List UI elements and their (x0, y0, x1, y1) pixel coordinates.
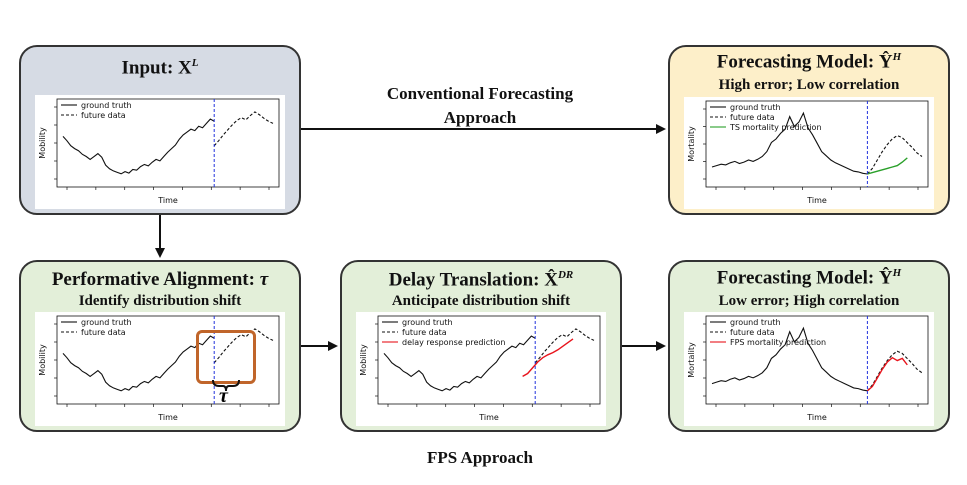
forecast-bottom-title: Forecasting Model: ŶH (716, 267, 902, 289)
x-axis-label: Time (806, 196, 827, 205)
ground-truth-line (711, 111, 868, 175)
alignment-title: Performative Alignment: τ (51, 269, 269, 290)
y-axis-label: Mobility (38, 344, 47, 376)
fps-approach-label: FPS Approach (427, 448, 533, 467)
tau-label: τ (219, 385, 228, 407)
y-axis-label: Mortality (687, 342, 696, 378)
forecast-bottom-subtitle: Low error; High correlation (718, 293, 900, 309)
conventional-approach-label: Conventional Forecasting Approach (386, 84, 574, 127)
future-data-line (213, 328, 274, 364)
forecast-top-subtitle: High error; Low correlation (718, 77, 900, 93)
y-axis-label: Mobility (359, 344, 368, 376)
ground-truth-line (62, 118, 215, 175)
legend-label: delay response prediction (402, 338, 505, 347)
legend-label: TS mortality prediction (729, 123, 822, 132)
legend-label: ground truth (81, 101, 132, 110)
legend-label: ground truth (730, 103, 781, 112)
prediction-line (522, 338, 574, 378)
legend-label: future data (730, 328, 775, 337)
future-data-line (213, 111, 274, 147)
x-axis-label: Time (806, 413, 827, 422)
delay-subtitle: Anticipate distribution shift (391, 293, 571, 309)
future-data-line (534, 328, 595, 364)
forecast-top-panel: Forecasting Model: ŶH High error; Low co… (668, 45, 950, 215)
delay-title: Delay Translation: X̂DR (388, 269, 574, 291)
legend-label: future data (402, 328, 447, 337)
legend-label: future data (81, 328, 126, 337)
legend-label: future data (81, 111, 126, 120)
alignment-subtitle: Identify distribution shift (78, 293, 242, 309)
ground-truth-line (62, 335, 215, 392)
x-axis-label: Time (478, 413, 499, 422)
x-axis-label: Time (157, 196, 178, 205)
y-axis-label: Mortality (687, 126, 696, 162)
delay-panel: Delay Translation: X̂DR Anticipate distr… (340, 260, 622, 432)
future-data-line (866, 350, 923, 392)
legend-label: ground truth (730, 318, 781, 327)
ground-truth-line (383, 335, 536, 392)
legend-label: ground truth (81, 318, 132, 327)
input-title: Input: XL (121, 57, 199, 79)
future-data-line (866, 134, 923, 175)
legend-label: ground truth (402, 318, 453, 327)
prediction-line (867, 157, 908, 175)
legend-label: future data (730, 113, 775, 122)
tau-brace (211, 378, 241, 392)
x-axis-label: Time (157, 413, 178, 422)
alignment-panel: Performative Alignment: τ Identify distr… (19, 260, 301, 432)
y-axis-label: Mobility (38, 127, 47, 159)
forecast-bottom-panel: Forecasting Model: ŶH Low error; High co… (668, 260, 950, 432)
ground-truth-line (711, 326, 868, 392)
highlight-box (196, 330, 256, 384)
prediction-line (866, 356, 908, 392)
legend-label: FPS mortality prediction (730, 338, 826, 347)
forecast-top-title: Forecasting Model: ŶH (716, 51, 902, 73)
